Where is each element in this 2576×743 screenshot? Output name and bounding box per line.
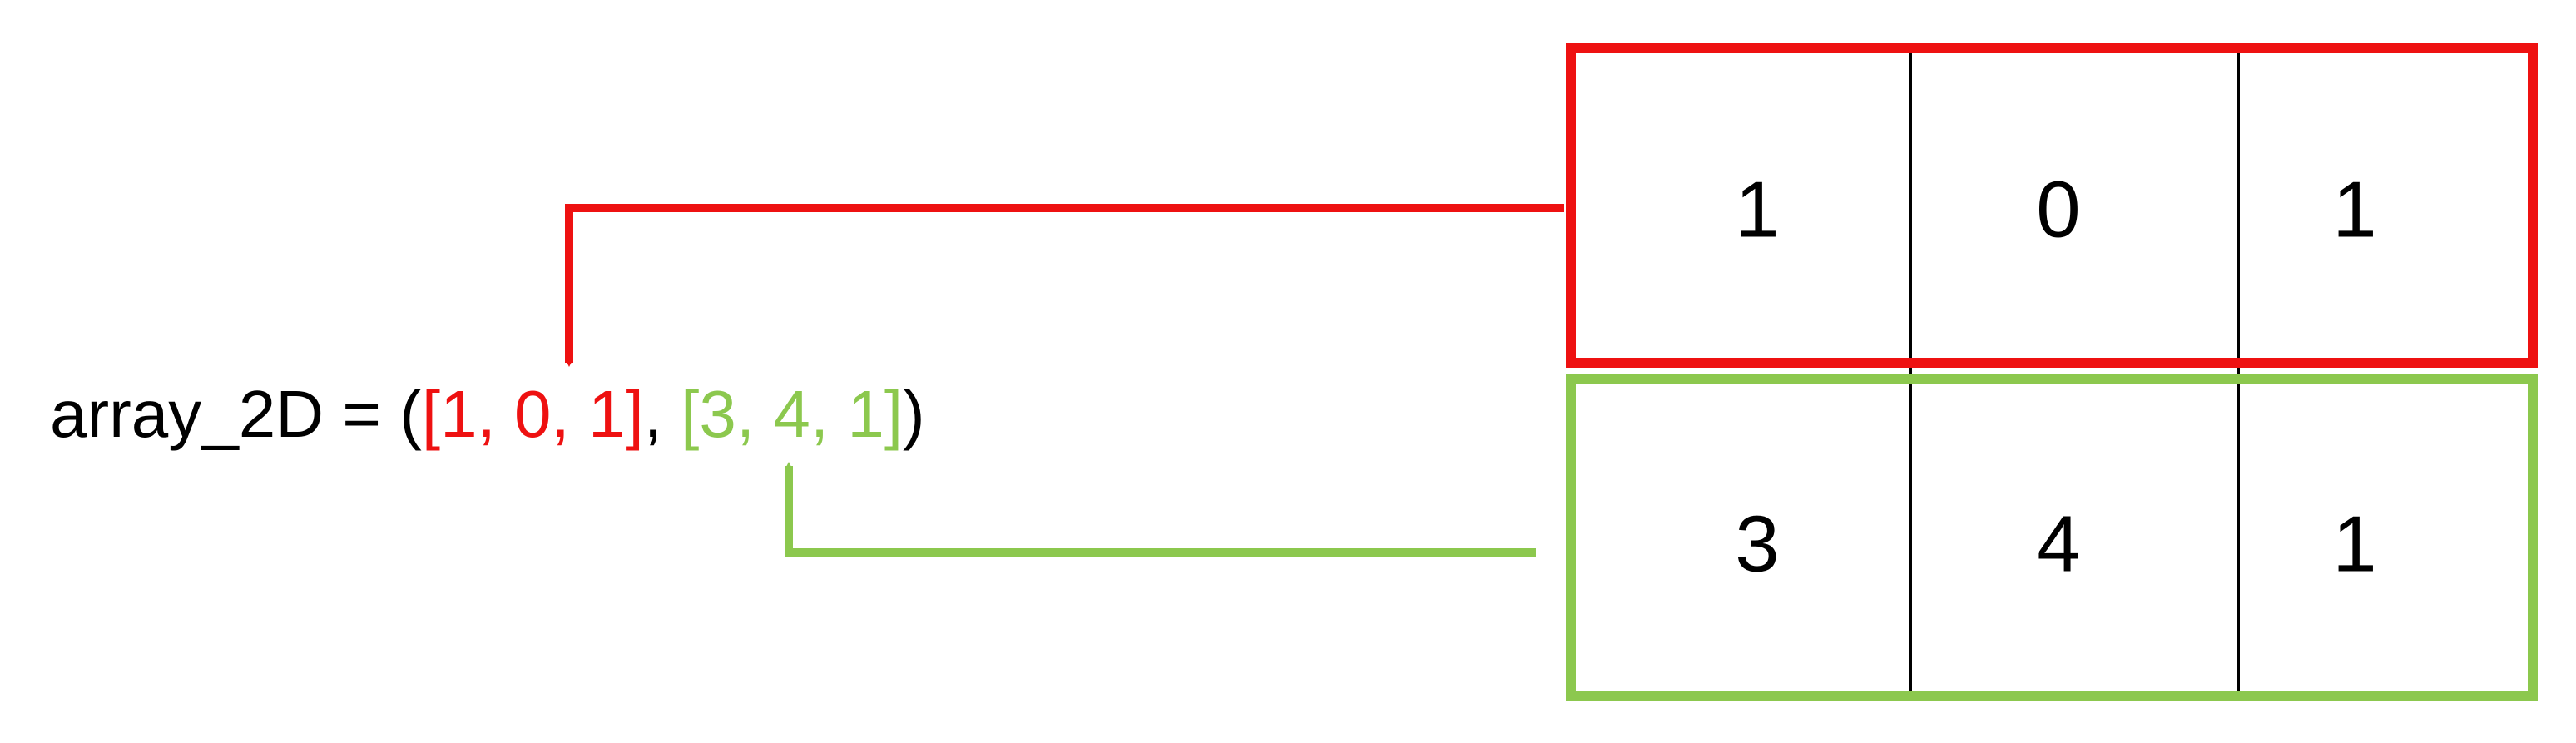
- array-expression: array_2D = ([1, 0, 1], [3, 4, 1]): [50, 373, 925, 456]
- row1-value-separator-2: ,: [551, 377, 588, 451]
- table-row-2-outline: [1566, 374, 2538, 701]
- row-separator: ,: [643, 377, 681, 451]
- expression-prefix: array_2D = (: [50, 377, 422, 451]
- row1-value-3: 1: [587, 377, 626, 451]
- expression-suffix: ): [903, 377, 925, 451]
- row1-close-bracket: ]: [625, 377, 644, 451]
- table-cell-r2-c3: 1: [2332, 500, 2376, 589]
- table-cell-r1-c3: 1: [2332, 166, 2376, 255]
- table-cell-r1-c2: 0: [2036, 166, 2080, 255]
- row2-value-2: 4: [773, 377, 810, 451]
- row1-value-separator-1: ,: [477, 377, 515, 451]
- table-cell-r2-c1: 3: [1735, 500, 1779, 589]
- row1-connector-arrow: [565, 204, 1564, 367]
- row2-value-1: 3: [699, 377, 736, 451]
- row1-open-bracket: [: [421, 377, 441, 451]
- table-cell-r1-c1: 1: [1735, 166, 1779, 255]
- row2-value-separator-1: ,: [736, 377, 774, 451]
- row2-connector-arrow: [785, 462, 1536, 557]
- table-cell-r2-c2: 4: [2036, 500, 2080, 589]
- row2-value-separator-2: ,: [810, 377, 848, 451]
- row2-close-bracket: ]: [884, 377, 904, 451]
- row2-open-bracket: [: [681, 377, 700, 451]
- row1-value-2: 0: [514, 377, 552, 451]
- table-row-1-outline: [1566, 43, 2538, 368]
- row1-value-1: 1: [440, 377, 478, 451]
- row2-value-3: 1: [847, 377, 884, 451]
